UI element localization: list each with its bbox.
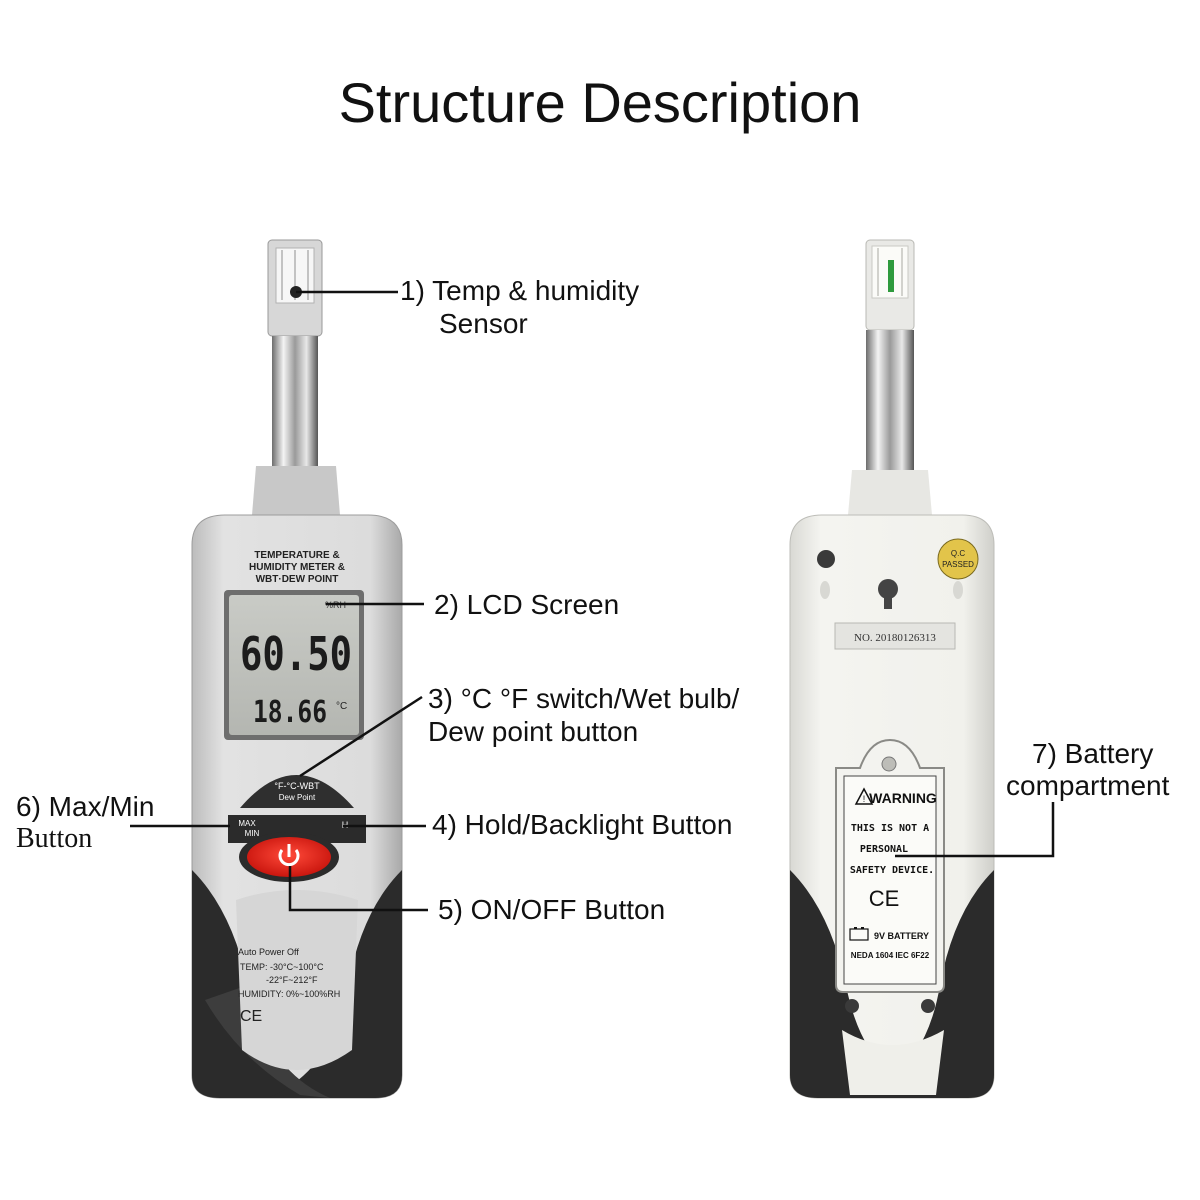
wbt-dew-point-button[interactable] [240, 775, 354, 808]
spec-line-4: HUMIDITY: 0%~100%RH [238, 989, 340, 999]
probe-shaft [272, 336, 318, 466]
callout-battery-line-2: compartment [1006, 770, 1170, 801]
serial-number: NO. 20180126313 [854, 632, 936, 644]
back-ce-mark: CE [869, 886, 900, 911]
qc-sticker [937, 538, 979, 580]
front-header-line-1: TEMPERATURE & [254, 550, 339, 561]
front-header-line-2: HUMIDITY METER & [249, 562, 345, 573]
lcd-screen [229, 595, 359, 735]
warning-title: WARNING [869, 790, 937, 806]
battery-spec: NEDA 1604 IEC 6F22 [851, 951, 930, 960]
front-ce-mark: CE [240, 1008, 262, 1025]
callout-power: 5) ON/OFF Button [438, 894, 666, 925]
spec-line-2: TEMP: -30°C~100°C [240, 962, 324, 972]
warning-label [843, 775, 937, 985]
warning-triangle-icon: ! [854, 787, 874, 805]
callout-maxmin-line-1: 6) Max/Min [16, 791, 155, 822]
leader-battery [895, 802, 1055, 858]
callout-sensor-line-2: Sensor [439, 308, 528, 339]
warning-line-1: THIS IS NOT A [851, 823, 929, 834]
min-label: MIN [245, 829, 260, 838]
wbt-button-label-top: °F-°C-WBT [274, 781, 320, 791]
max-label: MAX [238, 819, 256, 828]
callout-hold: 4) Hold/Backlight Button [432, 809, 733, 840]
spec-line-1: Auto Power Off [238, 947, 299, 957]
back-device: Q.C PASSED NO. 20180126313 ! WARNING THI… [789, 239, 995, 1099]
callout-battery-line-1: 7) Battery [1032, 738, 1154, 769]
front-device: TEMPERATURE & HUMIDITY METER & WBT·DEW P… [191, 239, 403, 1099]
warning-line-3: SAFETY DEVICE. [850, 865, 934, 876]
lcd-unit: °C [336, 701, 347, 712]
leader-lines [130, 290, 1055, 912]
callout-lcd: 2) LCD Screen [434, 589, 620, 620]
diagram-title: Structure Description [338, 71, 862, 134]
callout-switch-line-1: 3) °C °F switch/Wet bulb/ [428, 683, 740, 714]
warning-line-2: PERSONAL [860, 844, 908, 855]
lcd-secondary-reading: 18.66 [253, 695, 327, 730]
lcd-main-reading: 60.50 [240, 627, 352, 681]
leader-power [288, 866, 428, 912]
leader-switch [299, 695, 423, 778]
front-header-line-3: WBT·DEW POINT [256, 574, 339, 585]
serial-label [834, 622, 956, 650]
wbt-button-label-bottom: Dew Point [279, 793, 316, 802]
back-probe-shaft [866, 330, 914, 470]
battery-label: 9V BATTERY [874, 931, 929, 941]
spec-line-3: -22°F~212°F [266, 975, 318, 985]
qc-line-2: PASSED [942, 560, 974, 569]
hold-backlight-button[interactable] [328, 815, 364, 843]
power-icon [278, 844, 300, 867]
svg-text:!: ! [863, 794, 866, 804]
battery-icon [849, 927, 869, 941]
callout-sensor-line-1: 1) Temp & humidity [400, 275, 640, 306]
qc-line-1: Q.C [951, 549, 965, 558]
callout-switch-line-2: Dew point button [428, 716, 639, 747]
callout-maxmin-line-2: Button [16, 823, 93, 854]
